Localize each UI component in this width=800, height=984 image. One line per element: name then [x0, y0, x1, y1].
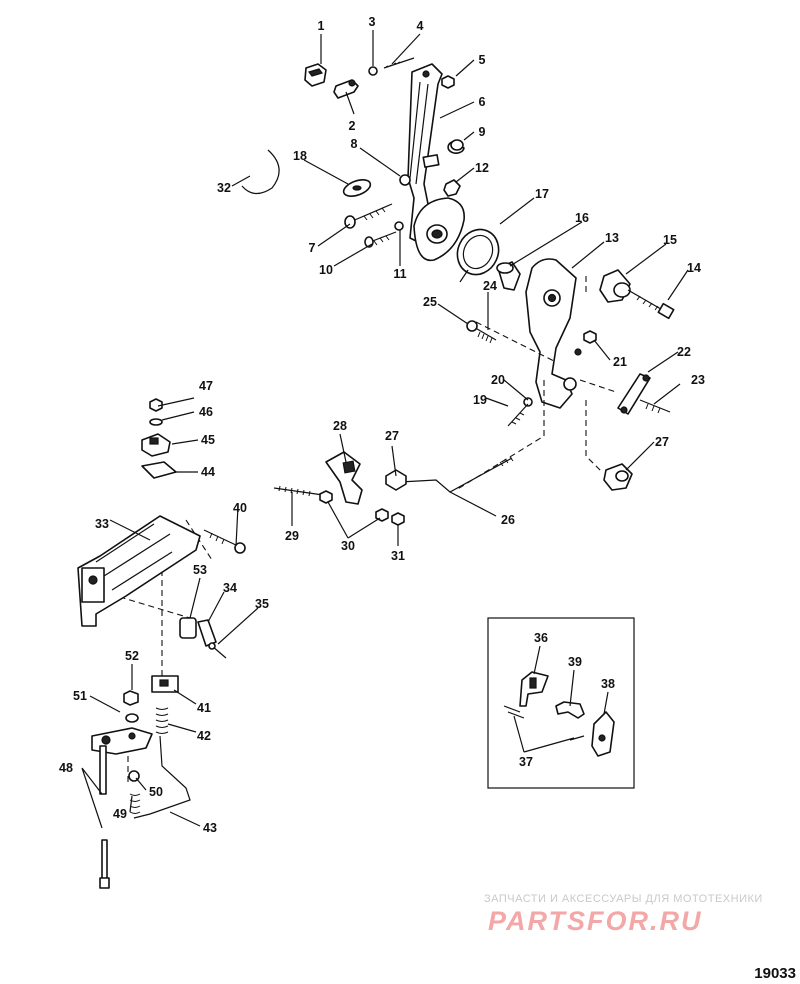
callout-27-right: 27 [655, 435, 669, 449]
callout-52: 52 [125, 649, 139, 663]
figure-number: 19033 [754, 965, 796, 982]
callout-12: 12 [475, 161, 489, 175]
watermark-tagline: ЗАПЧАСТИ И АКСЕССУАРЫ ДЛЯ МОТОТЕХНИКИ [484, 893, 763, 905]
callout-22: 22 [677, 345, 691, 359]
callout-33: 33 [95, 517, 109, 531]
callout-50: 50 [149, 785, 163, 799]
callout-25: 25 [423, 295, 437, 309]
lower-linkage [91, 690, 191, 889]
callout-11: 11 [393, 267, 406, 281]
callout-18: 18 [293, 149, 307, 163]
callout-28: 28 [333, 419, 347, 433]
callout-30: 30 [341, 539, 355, 553]
callout-51: 51 [73, 689, 87, 703]
callout-53: 53 [193, 563, 207, 577]
callout-32: 32 [217, 181, 231, 195]
callout-44: 44 [201, 465, 215, 479]
link-rod-assembly [273, 451, 514, 526]
callout-7: 7 [309, 241, 316, 255]
callout-23: 23 [691, 373, 705, 387]
callout-17: 17 [535, 187, 549, 201]
callout-40: 40 [233, 501, 247, 515]
callout-38: 38 [601, 677, 615, 691]
callout-19: 19 [473, 393, 487, 407]
callout-8: 8 [351, 137, 358, 151]
callout-34: 34 [223, 581, 237, 595]
throttle-cam-assembly [466, 258, 675, 491]
watermark-brand: PARTSFOR.RU [488, 906, 703, 936]
callout-6: 6 [479, 95, 486, 109]
callout-24: 24 [483, 279, 497, 293]
callout-14: 14 [687, 261, 701, 275]
callout-35: 35 [255, 597, 269, 611]
callout-41: 41 [197, 701, 211, 715]
callout-15: 15 [663, 233, 677, 247]
callout-5: 5 [479, 53, 486, 67]
inset-detail [487, 617, 635, 789]
callout-10: 10 [319, 263, 333, 277]
callout-20: 20 [491, 373, 505, 387]
upper-linkage [241, 57, 521, 291]
callout-26: 26 [501, 513, 515, 527]
callout-2: 2 [349, 119, 356, 133]
callout-16: 16 [575, 211, 589, 225]
clamp-parts [141, 398, 177, 479]
callout-27-center: 27 [385, 429, 399, 443]
callout-labels: 1 2 3 4 5 6 7 8 9 10 11 12 13 14 15 16 1… [59, 15, 705, 835]
callout-1: 1 [318, 19, 325, 33]
callout-45: 45 [201, 433, 215, 447]
callout-47: 47 [199, 379, 213, 393]
callout-37: 37 [519, 755, 533, 769]
mounting-bracket [77, 515, 246, 693]
callout-48: 48 [59, 761, 73, 775]
callout-13: 13 [605, 231, 619, 245]
callout-9: 9 [479, 125, 486, 139]
callout-31: 31 [391, 549, 405, 563]
callout-4: 4 [417, 19, 424, 33]
callout-21: 21 [613, 355, 627, 369]
callout-3: 3 [369, 15, 376, 29]
leader-lines [81, 30, 689, 829]
callout-43: 43 [203, 821, 217, 835]
callout-29: 29 [285, 529, 299, 543]
callout-49: 49 [113, 807, 127, 821]
watermark: ЗАПЧАСТИ И АКСЕССУАРЫ ДЛЯ МОТОТЕХНИКИ PA… [484, 893, 763, 936]
callout-46: 46 [199, 405, 213, 419]
callout-36: 36 [534, 631, 548, 645]
callout-42: 42 [197, 729, 211, 743]
callout-39: 39 [568, 655, 582, 669]
